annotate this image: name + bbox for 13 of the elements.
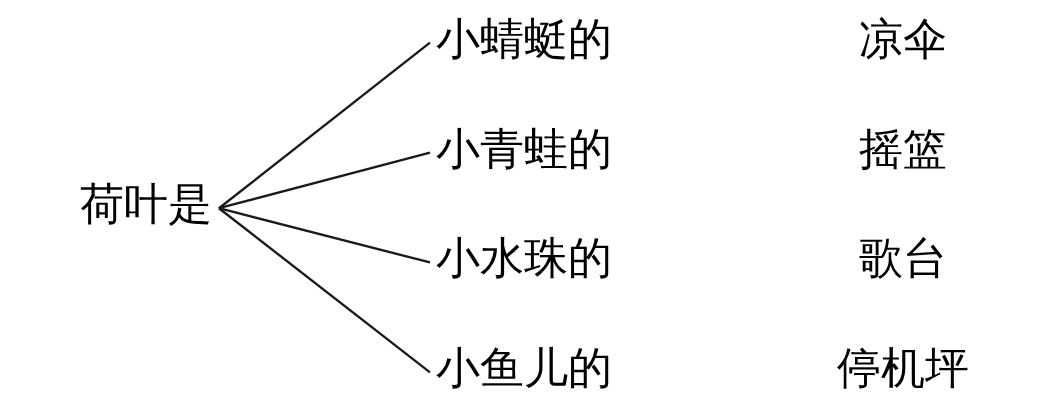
label: 停机坪 (836, 342, 969, 394)
connector (218, 207, 431, 264)
node-text: 小蜻蜓的 (436, 12, 613, 64)
connector (218, 151, 431, 210)
node-text: 小青蛙的 (436, 122, 613, 174)
connector (218, 41, 431, 210)
node-text: 小水珠的 (436, 232, 613, 284)
label: 凉伞 (858, 12, 947, 64)
connector (218, 207, 431, 374)
label: 歌台 (858, 232, 947, 284)
node-text: 荷叶是 (80, 178, 213, 230)
node-text: 小鱼儿的 (436, 342, 613, 394)
label: 摇篮 (858, 122, 947, 174)
